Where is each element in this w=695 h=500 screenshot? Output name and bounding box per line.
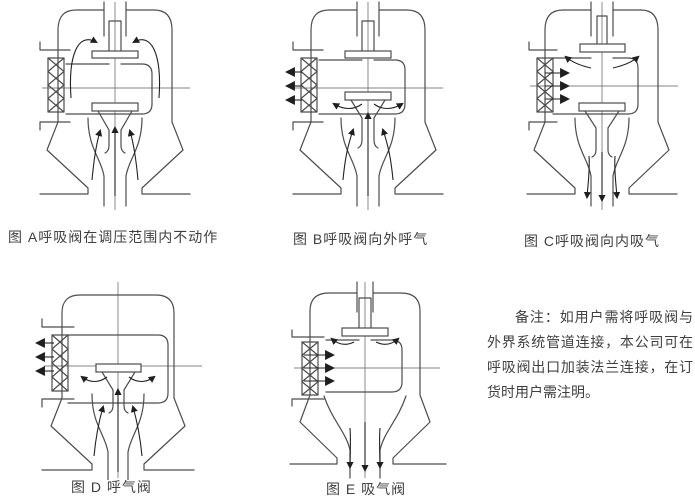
- airflow-arrows: [285, 67, 404, 196]
- valve-disc: [95, 363, 142, 373]
- note-text: 备注：如用户需将呼吸阀与外界系统管道连接，本公司可在呼吸阀出口加装法兰连接，在订…: [487, 309, 693, 400]
- flame-arrestor-mesh: [300, 57, 318, 113]
- flame-arrestor-mesh: [51, 334, 69, 392]
- airflow-arrows: [545, 55, 640, 203]
- caption-figure-d: 图 D 呼气阀: [71, 479, 152, 495]
- valve-body: [39, 1, 191, 210]
- flame-arrestor-mesh: [47, 57, 65, 113]
- lower-valve-disc: [578, 102, 626, 112]
- upper-valve-disc: [91, 50, 139, 59]
- airflow-arrows: [35, 338, 156, 472]
- flame-arrestor-mesh: [536, 57, 554, 113]
- valve-disc-lifted: [341, 327, 389, 337]
- valve-diagram-e: [289, 281, 447, 479]
- airflow-arrows: [304, 337, 400, 473]
- valve-diagram-a: [39, 1, 191, 210]
- lower-valve-disc: [91, 102, 139, 112]
- valve-body: [292, 1, 444, 210]
- lower-valve-disc-lifted: [344, 91, 392, 101]
- caption-figure-e: 图 E 吸气阀: [326, 481, 407, 497]
- upper-valve-disc: [344, 50, 392, 59]
- caption-figure-b: 图 B呼吸阀向外呼气: [293, 231, 429, 247]
- valve-diagram-d: [35, 282, 202, 480]
- valve-body: [41, 282, 202, 480]
- caption-figure-a: 图 A呼吸阀在调压范围内不动作: [8, 229, 219, 245]
- valve-diagram-b: [285, 1, 444, 210]
- valve-body: [289, 281, 447, 479]
- airflow-arrows: [69, 36, 161, 196]
- caption-figure-c: 图 C呼吸阀向内吸气: [524, 233, 660, 249]
- valve-diagram-c: [526, 1, 678, 210]
- upper-valve-disc-lifted: [579, 43, 626, 53]
